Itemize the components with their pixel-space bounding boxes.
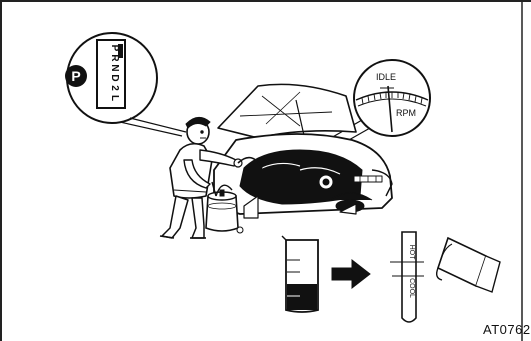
arrow-right-icon	[332, 260, 370, 288]
gear-position-p: P	[109, 45, 120, 52]
open-hood	[218, 84, 356, 138]
gear-position-d: D	[109, 74, 120, 81]
figure-code: AT0762	[483, 322, 531, 337]
rpm-label: RPM	[396, 108, 416, 118]
dipstick-icon: HOT COOL	[390, 232, 424, 322]
idle-label: IDLE	[376, 72, 396, 82]
dipstick-hot-mark: HOT	[408, 245, 415, 261]
pour-bottle-icon	[437, 238, 500, 292]
park-badge-letter: P	[71, 68, 80, 84]
gear-position-l: L	[109, 95, 120, 101]
measuring-cup-icon	[282, 236, 318, 312]
dipstick-cool-mark: COOL	[408, 278, 415, 298]
park-badge-icon: P	[65, 65, 87, 87]
gear-selector-callout: P P R N D 2 L	[65, 33, 186, 136]
gear-position-n: N	[109, 64, 120, 71]
gear-position-2: 2	[109, 85, 120, 91]
gear-position-r: R	[109, 54, 120, 62]
